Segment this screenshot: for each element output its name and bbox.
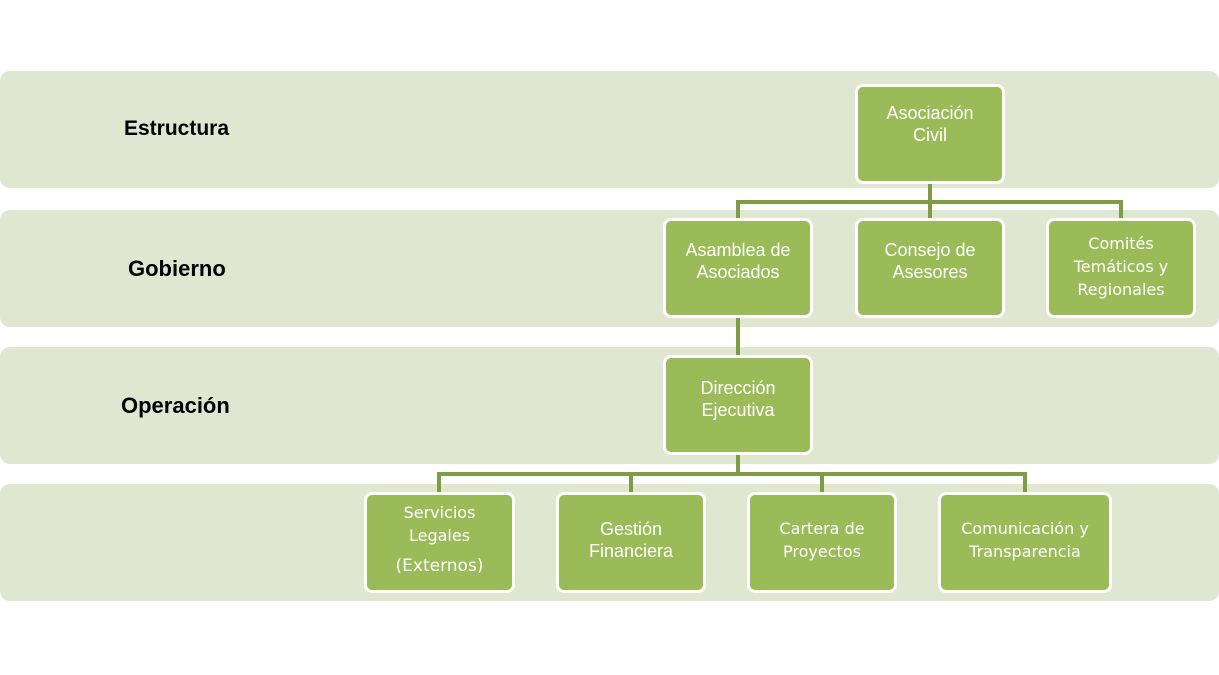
node-line: Asociación [886,103,974,123]
band-estructura [0,71,1219,188]
node-line: Comités [1088,233,1154,253]
node-asamblea-de-asociados[interactable]: Asamblea de Asociados [663,218,813,318]
band-label-estructura: Estructura [124,117,230,140]
node-line: Legales [408,526,471,545]
node-consejo-de-asesores[interactable]: Consejo de Asesores [855,218,1005,318]
node-line: Ejecutiva [701,400,775,420]
node-line: Comunicación y [961,518,1089,538]
band-operacion [0,347,1219,464]
node-line: Financiera [588,540,674,561]
node-line: Cartera de [779,518,865,538]
node-gestion-financiera[interactable]: Gestión Financiera [556,492,706,593]
node-line: Temáticos y [1073,256,1169,276]
node-line: Dirección [700,378,776,398]
node-line: Servicios [403,503,476,522]
node-line: Asamblea de [685,240,791,260]
node-line: Asociados [696,262,780,282]
band-gobierno [0,210,1219,327]
node-line: Proyectos [783,541,861,561]
node-line: Gestión [599,518,663,539]
node-comunicacion-transparencia[interactable]: Comunicación y Transparencia [938,492,1112,593]
node-line: Civil [913,125,947,145]
node-line: (Externos) [395,556,484,576]
node-servicios-legales[interactable]: Servicios Legales (Externos) [364,492,515,593]
node-asociacion-civil[interactable]: Asociación Civil [855,84,1005,184]
band-label-gobierno: Gobierno [128,256,226,281]
node-line: Transparencia [969,541,1081,561]
node-cartera-de-proyectos[interactable]: Cartera de Proyectos [747,492,897,593]
node-line: Asesores [892,262,968,282]
node-line: Consejo de [884,240,976,260]
node-comites-tematicos-regionales[interactable]: Comités Temáticos y Regionales [1046,218,1196,318]
node-line: Regionales [1077,279,1165,299]
band-label-operacion: Operación [121,393,230,418]
node-direccion-ejecutiva[interactable]: Dirección Ejecutiva [663,355,813,455]
